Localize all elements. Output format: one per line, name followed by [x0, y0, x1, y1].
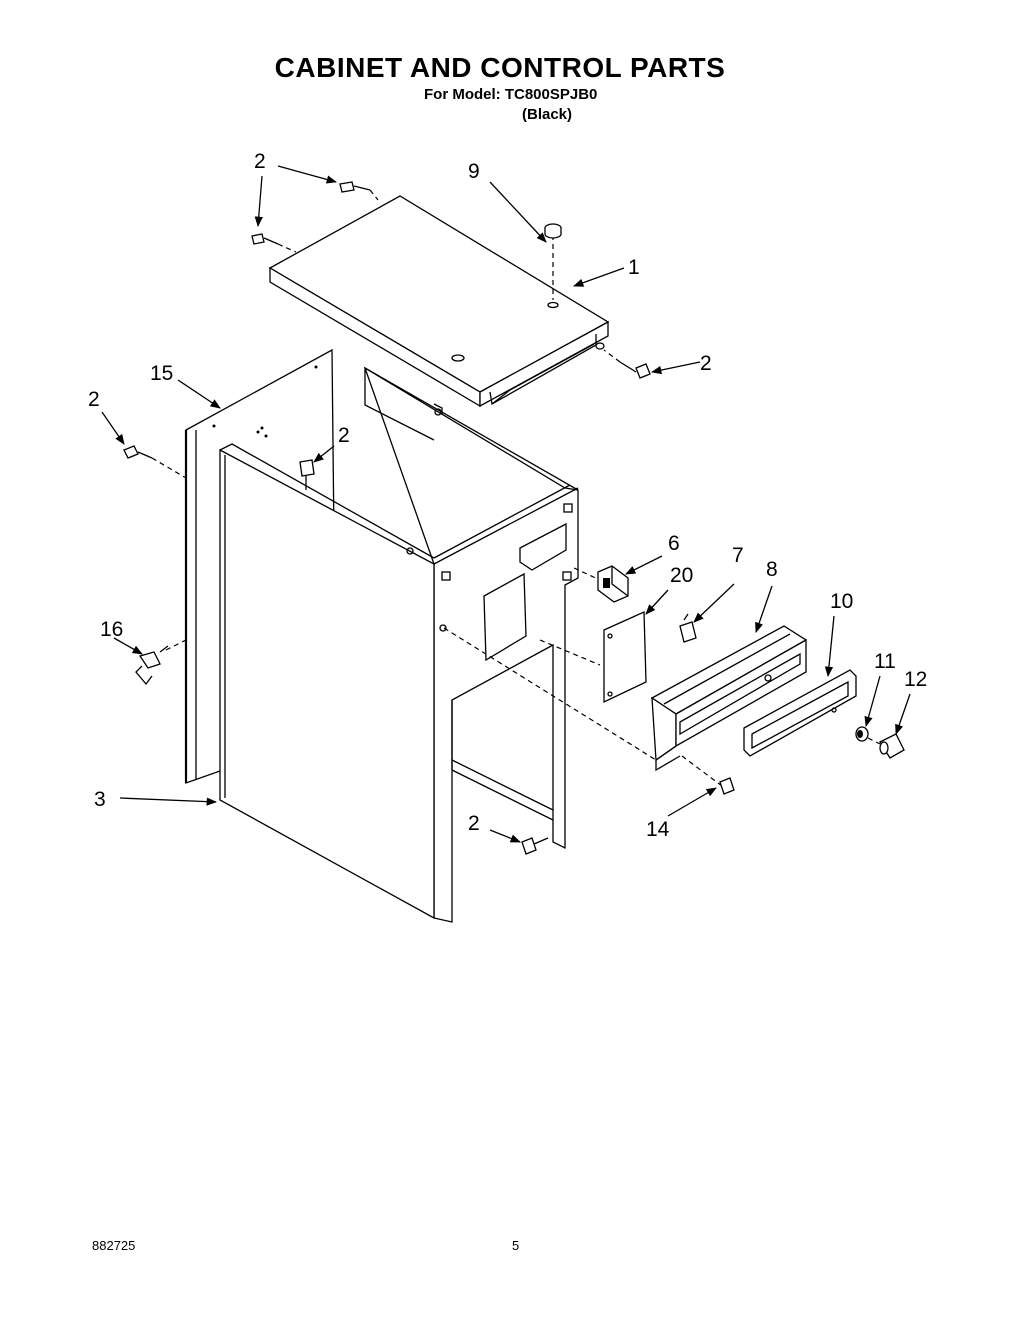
clip: [679, 613, 697, 643]
callout-16: 16: [100, 618, 123, 641]
knob: [867, 733, 905, 759]
callout-3: 3: [94, 788, 106, 811]
callout-11: 11: [874, 650, 896, 673]
callout-7: 7: [732, 544, 744, 567]
model-line: For Model: TC800SPJB0: [424, 86, 598, 103]
mounting-plate: [603, 611, 647, 704]
callout-20: 20: [670, 564, 693, 587]
main-cabinet: [219, 366, 601, 923]
callout-15: 15: [150, 362, 173, 385]
callout-9: 9: [468, 160, 480, 183]
page-title: CABINET AND CONTROL PARTS: [274, 52, 726, 83]
callout-14: 14: [646, 818, 670, 841]
document-number: 882725: [92, 1238, 136, 1253]
page-number: 5: [512, 1238, 520, 1253]
callout-2b: 2: [700, 352, 712, 375]
callout-8: 8: [766, 558, 778, 581]
callout-2d: 2: [338, 424, 350, 447]
screw-back-left: [123, 445, 187, 479]
plug-button: [544, 223, 562, 239]
screw-bottom: [521, 837, 549, 855]
callout-12: 12: [904, 668, 927, 691]
callout-2e: 2: [468, 812, 480, 835]
callout-1: 1: [628, 256, 640, 279]
console-screw: [719, 777, 735, 795]
variant-label: (Black): [522, 106, 573, 123]
screw-top-left-lower: [251, 233, 297, 253]
callout-2a: 2: [254, 150, 266, 173]
screw-center: [299, 459, 315, 490]
panel-overlay: [743, 669, 857, 757]
callout-6: 6: [668, 532, 680, 555]
wire-tie: [135, 639, 187, 686]
callout-2c: 2: [88, 388, 100, 411]
switch: [597, 565, 629, 603]
screw-top-left-upper: [339, 181, 379, 201]
knob-washer: [855, 726, 869, 742]
screw-top-right: [603, 349, 651, 379]
control-console: [443, 625, 808, 787]
cabinet-top: [268, 195, 610, 408]
leader-lines: [101, 165, 911, 843]
callout-10: 10: [830, 590, 853, 613]
